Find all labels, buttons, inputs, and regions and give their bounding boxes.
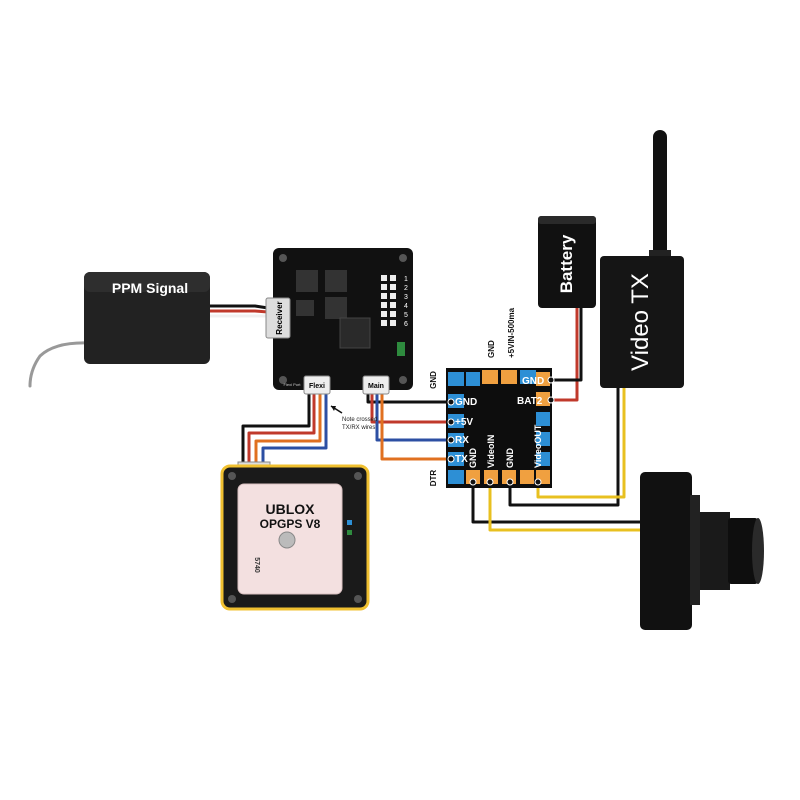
fc-chip-3 (325, 297, 347, 319)
osd-outer-dtr: DTR (429, 470, 438, 487)
osd-pin-gnd-right: GND (522, 376, 544, 387)
fc-chip-1 (296, 270, 318, 292)
vtx-body (600, 256, 684, 388)
camera (640, 472, 764, 630)
osd-bottom-gnd-2: GND (505, 448, 515, 469)
fc-flexi-small-label: Flexi Port (284, 382, 302, 387)
fc-main-cpu (339, 317, 371, 349)
osd-pin-tx: TX (455, 454, 468, 465)
gps-title-line-2: OPGPS V8 (260, 517, 321, 531)
gps-wire-orange (254, 393, 322, 468)
gps-wire-blue (261, 393, 328, 468)
osd-pin-gnd-left: GND (455, 397, 477, 408)
receiver-wire-black (208, 304, 270, 310)
gps-patch-feed (278, 531, 296, 549)
osd-pin-bat2: BAT2 (517, 396, 543, 407)
fc-header-pins (381, 275, 396, 326)
camera-lens-mount (700, 512, 730, 590)
osd-top-gnd: GND (487, 340, 496, 358)
osd-wire-black (366, 393, 453, 404)
osd-top-5vin: +5VIN-500ma (507, 307, 516, 358)
fc-flexi-port (303, 375, 331, 395)
gps-wire-black (241, 393, 311, 468)
osd-bottom-gnd-1: GND (468, 448, 478, 469)
osd-pin-5v: +5V (455, 417, 473, 428)
battery-body (538, 216, 596, 308)
camera-lens (728, 518, 758, 584)
fc-pin-label-2: 2 (404, 285, 408, 292)
gps-wire-red (247, 393, 316, 468)
receiver-wire-red (208, 309, 270, 314)
video-tx: Video TX (600, 130, 684, 388)
receiver-antenna (28, 341, 90, 388)
receiver-label: PPM Signal (112, 280, 188, 296)
receiver: PPM Signal (84, 272, 210, 364)
fc-pin-label-4: 4 (404, 303, 408, 310)
gps-side-label: 5740 (253, 557, 260, 573)
fc-pin-label-5: 5 (404, 312, 408, 319)
vtx-antenna (653, 130, 667, 260)
flight-controller: 1 2 3 4 5 6 Receiver Flexi Flexi Port Ma… (265, 248, 413, 395)
fc-main-label: Main (368, 383, 384, 390)
camera-wire-black (471, 480, 642, 524)
camera-body (640, 472, 692, 630)
fc-receiver-label: Receiver (275, 301, 284, 334)
vtx-label: Video TX (627, 273, 654, 371)
camera-wire-yellow (488, 480, 642, 532)
osd-wire-red (370, 393, 453, 424)
fc-pin-label-6: 6 (404, 321, 408, 328)
note-line-2: TX/RX wires (342, 425, 375, 431)
battery-label: Battery (557, 234, 576, 293)
fc-receiver-port (265, 297, 291, 339)
gps-title-line-1: UBLOX (266, 501, 316, 517)
receiver-body (84, 272, 210, 364)
fc-pin-label-3: 3 (404, 294, 408, 301)
osd-wire-orange (380, 393, 453, 461)
osd-bottom-videoin: VideoIN (486, 435, 496, 468)
fc-main-port (362, 375, 390, 395)
vtx-wire-black (508, 386, 620, 507)
fc-flexi-label: Flexi (309, 383, 325, 390)
osd-board: GND +5V RX TX GND DTR GND +5VIN-500ma GN… (429, 307, 555, 488)
gps-module: UBLOX OPGPS V8 5740 (220, 461, 370, 611)
battery: Battery (538, 216, 596, 308)
note-line-1: Note crossed (342, 417, 377, 423)
fc-pin-label-1: 1 (404, 276, 408, 283)
osd-outer-gnd: GND (429, 371, 438, 389)
wires (28, 304, 642, 532)
osd-wire-blue (375, 393, 453, 442)
fc-chip-2 (325, 270, 347, 292)
fc-chip-4 (296, 300, 314, 316)
fc-green-led (397, 342, 405, 356)
vtx-wire-yellow (536, 386, 626, 499)
battery-wire-black (549, 306, 583, 382)
note: Note crossed TX/RX wires (330, 405, 377, 431)
osd-pin-rx: RX (455, 435, 469, 446)
battery-wire-red (549, 306, 579, 402)
osd-bottom-videoout: VideoOUT (533, 424, 543, 468)
